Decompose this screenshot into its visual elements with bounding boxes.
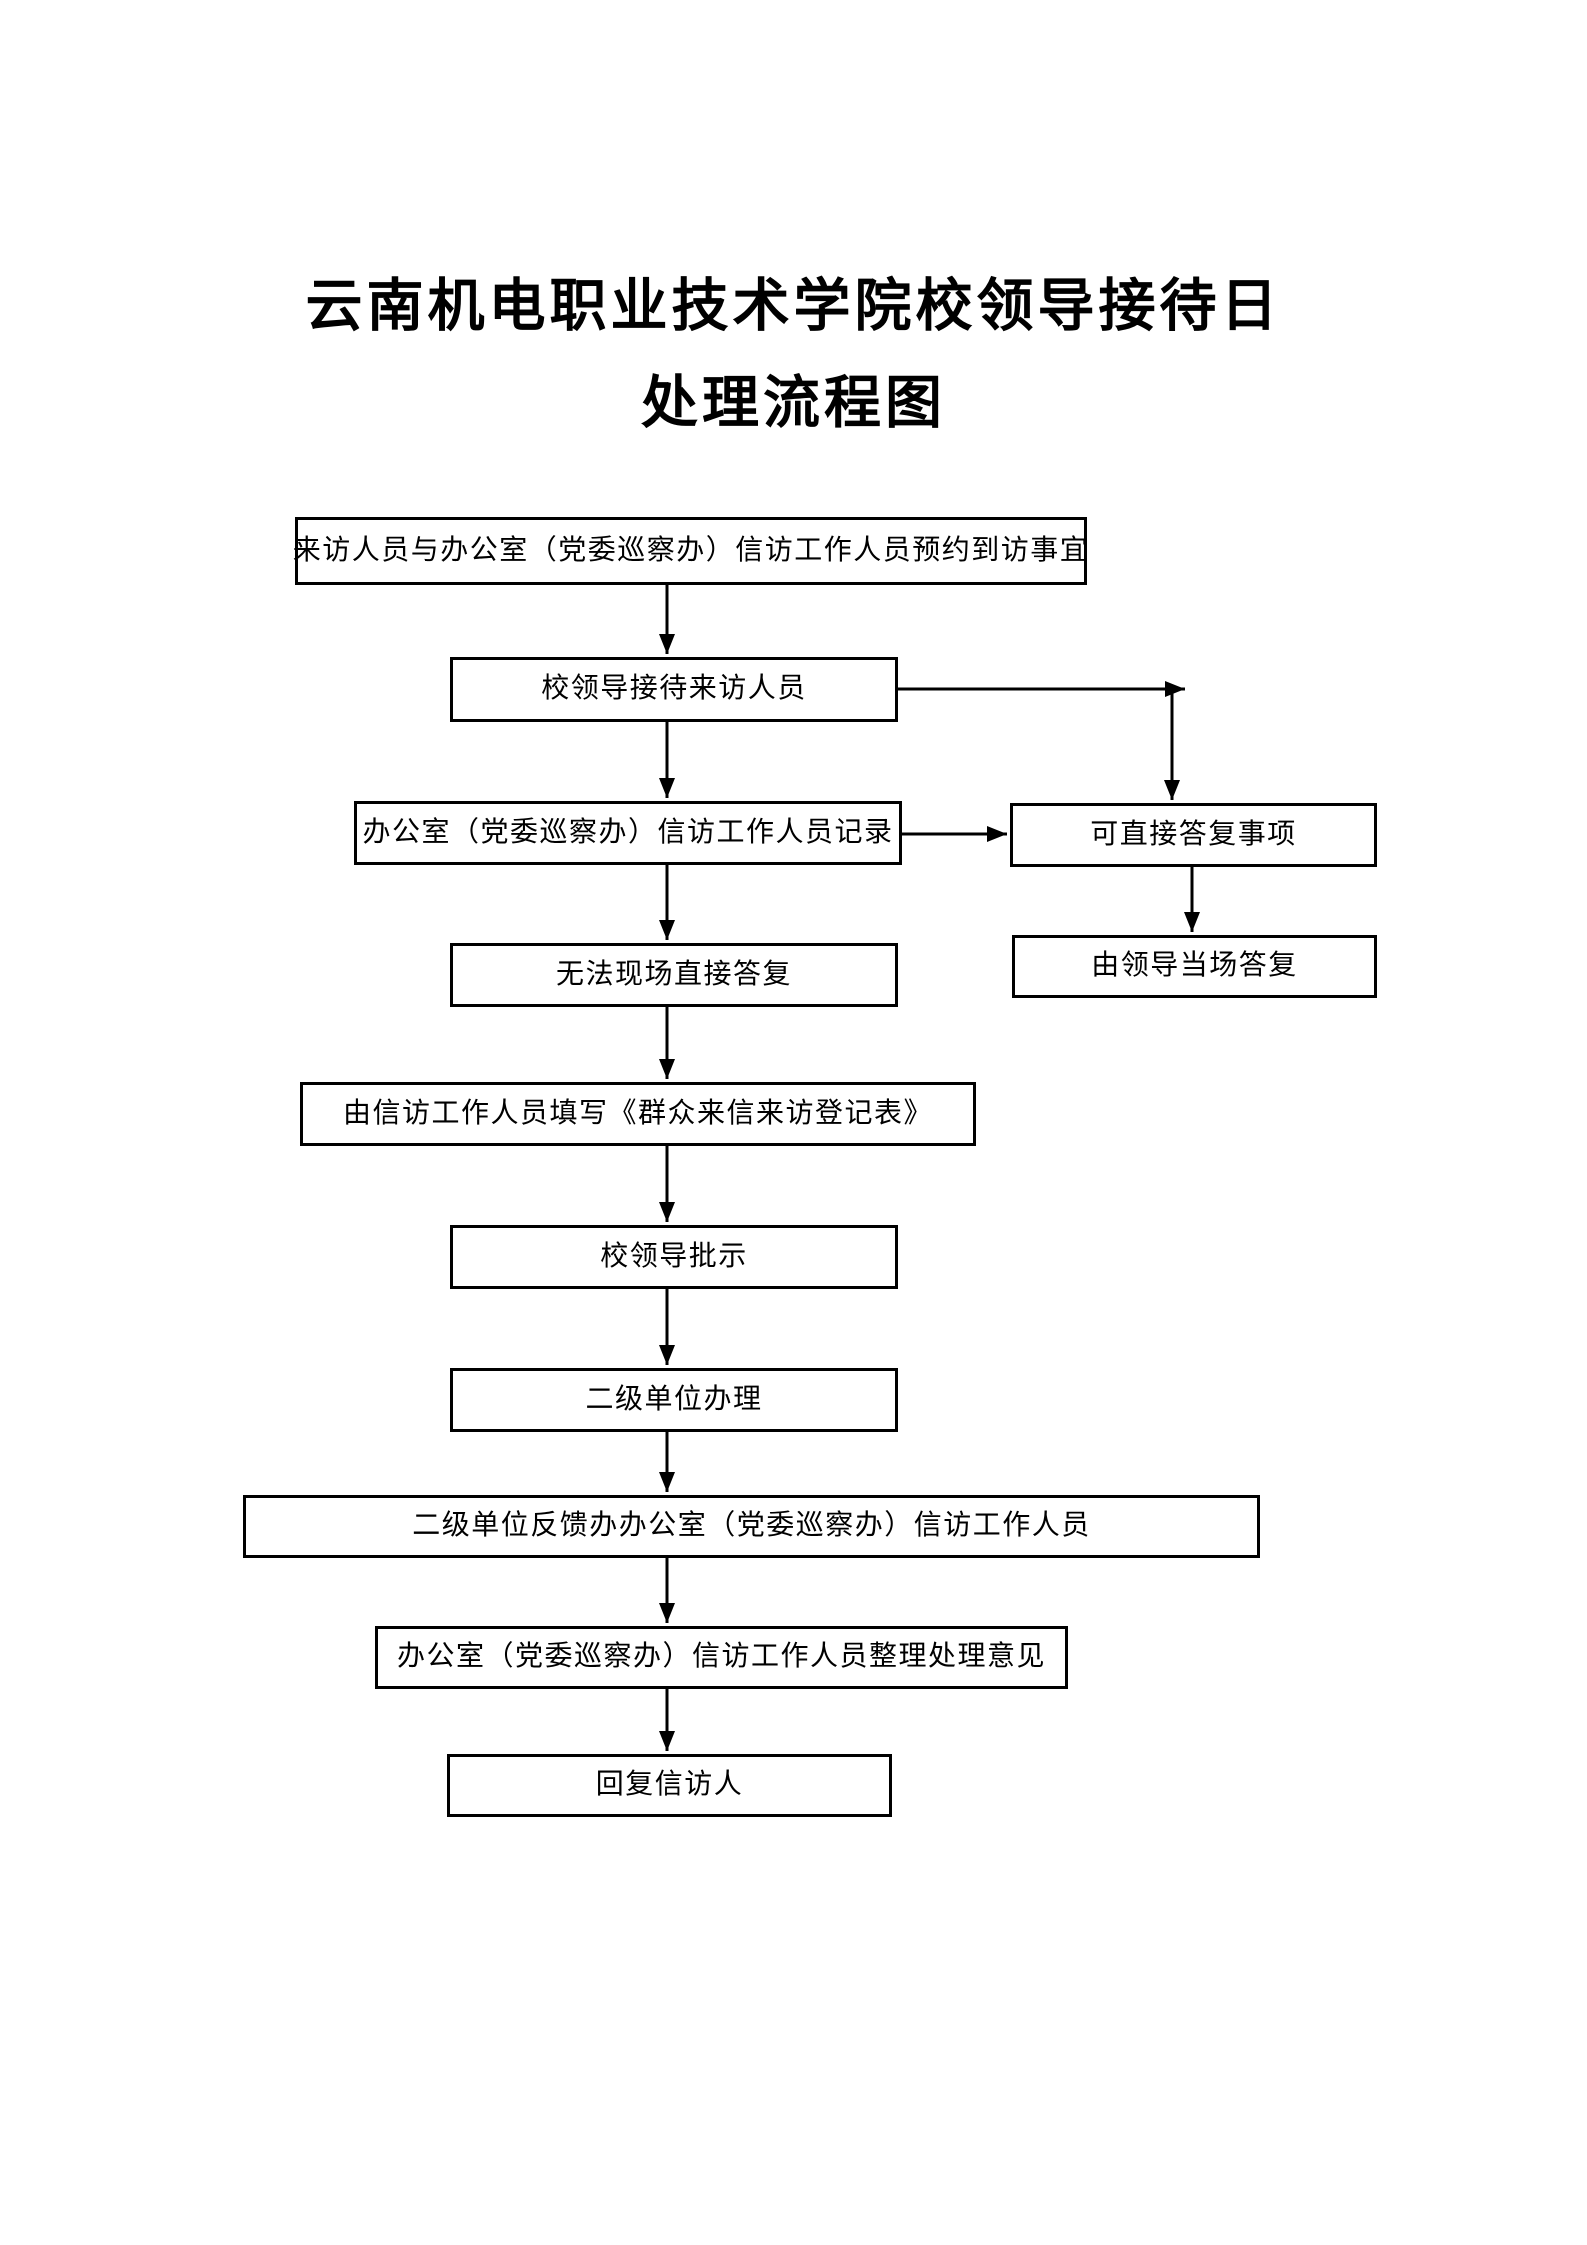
flow-step-leader-reception: 校领导接待来访人员 xyxy=(450,657,898,722)
flow-step-fill-register-form: 由信访工作人员填写《群众来信来访登记表》 xyxy=(300,1082,976,1146)
flow-step-reply-petitioner: 回复信访人 xyxy=(447,1754,892,1817)
page-title-line-2: 处理流程图 xyxy=(641,370,946,435)
flow-step-organize-opinion: 办公室（党委巡察办）信访工作人员整理处理意见 xyxy=(375,1626,1068,1689)
flow-step-unit-handle: 二级单位办理 xyxy=(450,1368,898,1432)
flow-step-cannot-reply: 无法现场直接答复 xyxy=(450,943,898,1007)
page-title: 云南机电职业技术学院校领导接待日 处理流程图 xyxy=(0,258,1587,452)
flow-step-office-record: 办公室（党委巡察办）信访工作人员记录 xyxy=(354,801,902,865)
flow-step-unit-feedback: 二级单位反馈办办公室（党委巡察办）信访工作人员 xyxy=(243,1495,1260,1558)
flow-step-onsite-reply: 由领导当场答复 xyxy=(1012,935,1377,998)
page-title-line-1: 云南机电职业技术学院校领导接待日 xyxy=(305,274,1282,338)
flow-step-appointment: 来访人员与办公室（党委巡察办）信访工作人员预约到访事宜 xyxy=(293,517,1088,585)
flow-step-leader-instruction: 校领导批示 xyxy=(450,1225,898,1289)
flow-step-direct-reply-items: 可直接答复事项 xyxy=(1010,803,1377,867)
